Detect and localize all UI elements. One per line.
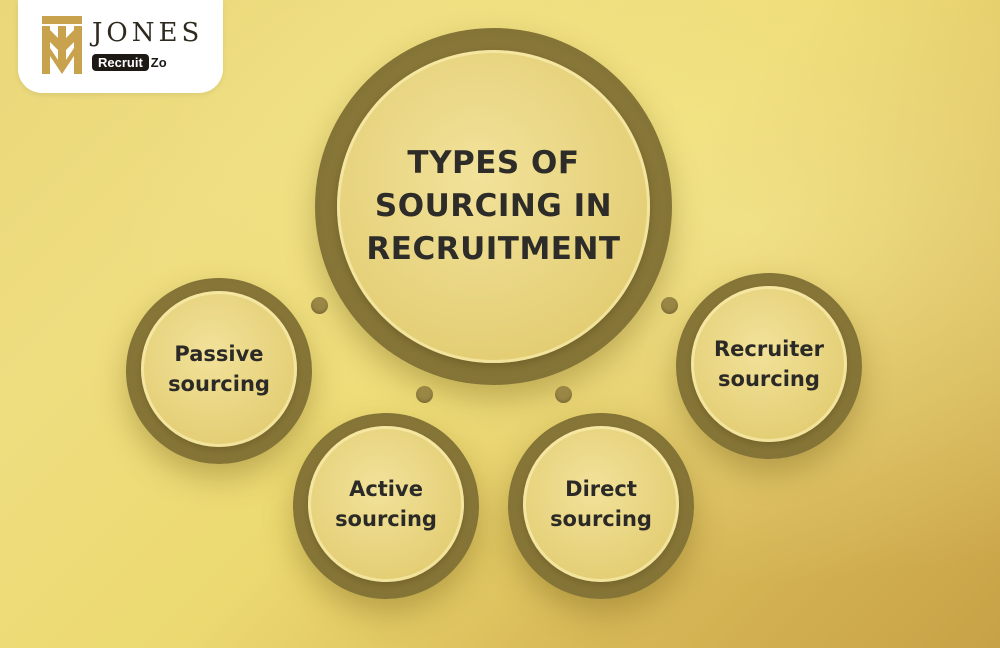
connector-dot-direct (555, 386, 572, 403)
node-recruiter-sourcing: Recruiter sourcing (691, 286, 847, 442)
node-ring-direct: Direct sourcing (508, 413, 694, 599)
node-active-sourcing: Active sourcing (308, 426, 464, 582)
node-label: Direct sourcing (550, 477, 652, 531)
logo-subtitle-highlight: Recruit (92, 53, 149, 71)
node-ring-active: Active sourcing (293, 413, 479, 599)
node-label: Active sourcing (335, 477, 437, 531)
diagram-title: TYPES OF SOURCING IN RECRUITMENT (366, 145, 621, 267)
connector-dot-recruiter (661, 297, 678, 314)
logo-brand-text: JONES (92, 18, 204, 48)
connector-dot-passive (311, 297, 328, 314)
connector-dot-active (416, 386, 433, 403)
crown-shield-icon (42, 16, 82, 74)
logo-card[interactable]: JONES Recruit Zo (18, 0, 223, 93)
center-circle-ring: TYPES OF SOURCING IN RECRUITMENT (315, 28, 672, 385)
center-circle: TYPES OF SOURCING IN RECRUITMENT (337, 50, 650, 363)
node-label: Passive sourcing (168, 342, 270, 396)
logo-subtitle-tail: Zo (150, 54, 167, 70)
node-ring-recruiter: Recruiter sourcing (676, 273, 862, 459)
logo-subtitle: Recruit Zo (92, 52, 167, 72)
node-label: Recruiter sourcing (713, 337, 824, 391)
node-ring-passive: Passive sourcing (126, 278, 312, 464)
node-passive-sourcing: Passive sourcing (141, 291, 297, 447)
node-direct-sourcing: Direct sourcing (523, 426, 679, 582)
